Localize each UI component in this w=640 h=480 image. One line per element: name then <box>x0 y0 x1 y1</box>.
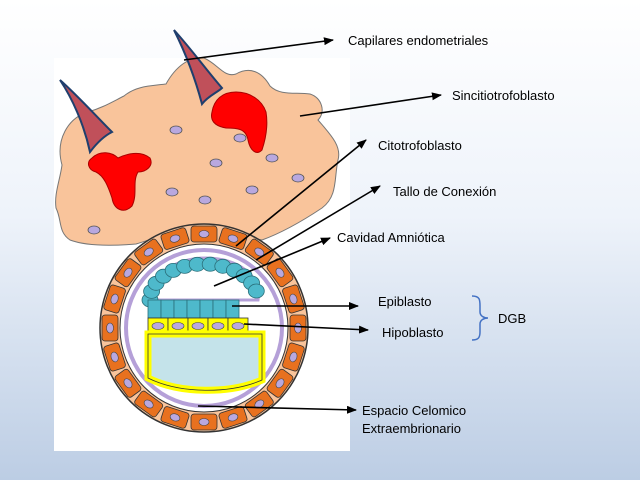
nucleo-celula <box>106 322 114 334</box>
citotrofoblasto-celula <box>101 314 119 342</box>
celula-epiblasto <box>225 299 240 319</box>
amnios-celulas <box>141 256 265 308</box>
nucleo-celula <box>143 247 154 257</box>
label-dgb: DGB <box>498 311 527 326</box>
nucleo-celula <box>294 322 302 334</box>
citotrofoblasto-celula <box>190 413 218 431</box>
nucleo-celula <box>289 351 298 363</box>
flecha-citotrofo <box>235 139 367 247</box>
nucleo-celula <box>275 267 285 278</box>
flecha-capilares <box>183 37 334 61</box>
flechas <box>183 37 442 414</box>
celula-epiblasto <box>160 299 175 319</box>
saco-vitelino-contorno <box>147 333 263 391</box>
label-hipoblasto: Hipoblasto <box>382 325 444 340</box>
nucleo-celula <box>227 234 239 243</box>
celula-amnios <box>247 283 265 299</box>
nucleo-celula <box>169 413 181 422</box>
citotrofoblasto-celulas <box>101 225 307 431</box>
celula-epiblasto <box>173 299 188 319</box>
llave-dgb <box>471 295 489 341</box>
citotrofoblasto-celula <box>289 314 307 342</box>
celula-epiblasto <box>199 299 214 319</box>
saco-vitelino <box>144 330 266 394</box>
label-citotrofoblasto: Citotrofoblasto <box>378 138 462 153</box>
label-cavidad-amniotica: Cavidad Amniótica <box>337 230 445 245</box>
nucleo-celula <box>123 378 133 389</box>
nucleo-celula <box>191 322 205 330</box>
celula-hipoblasto <box>187 317 209 335</box>
label-espacio-celomico: Espacio Celomico <box>362 403 467 418</box>
nucleo-celula <box>275 378 285 389</box>
flecha-sincitio <box>299 92 442 117</box>
citotrofoblasto-celula <box>134 238 164 266</box>
flecha-cavidad <box>213 237 331 287</box>
flecha-espacio <box>197 405 357 414</box>
nucleo-celula <box>198 230 210 238</box>
nucleo-celula <box>169 234 181 243</box>
label-sincitiotrofoblasto: Sincitiotrofoblasto <box>452 88 555 103</box>
nucleos-sincitio <box>87 125 305 235</box>
celula-hipoblasto <box>147 317 169 335</box>
nucleo-celula <box>198 418 210 426</box>
flecha-hipoblasto <box>243 323 369 334</box>
celula-epiblasto <box>147 299 162 319</box>
label-tallo-conexion: Tallo de Conexión <box>393 184 497 199</box>
nucleo-celula <box>289 293 298 305</box>
citotrofoblasto-celula <box>103 342 126 372</box>
citotrofoblasto-celula <box>134 390 164 418</box>
nucleo-celula <box>151 322 165 330</box>
citotrofoblasto-celula <box>160 406 190 429</box>
label-capilares: Capilares endometriales <box>348 33 489 48</box>
citotrofoblasto-celula <box>266 368 294 398</box>
citotrofoblasto-celula <box>282 342 305 372</box>
citotrofoblasto-celula <box>114 368 142 398</box>
citotrofoblasto-celula <box>114 258 142 288</box>
citotrofoblasto-celula <box>218 227 248 250</box>
nucleo-celula <box>211 322 225 330</box>
citotrofoblasto-celula <box>218 406 248 429</box>
nucleo-celula <box>171 322 185 330</box>
nucleo-celula <box>231 322 245 330</box>
lacuna-sangre <box>211 91 268 153</box>
citotrofoblasto-celula <box>190 225 218 243</box>
celula-epiblasto <box>212 299 227 319</box>
label-extraembrionario: Extraembrionario <box>362 421 461 436</box>
citotrofoblasto-celula <box>244 238 274 266</box>
label-epiblasto: Epiblasto <box>378 294 432 309</box>
nucleo-celula <box>227 413 239 422</box>
citotrofoblasto-celula <box>160 227 190 250</box>
citotrofoblasto-celula <box>103 284 126 314</box>
celula-hipoblasto <box>227 317 249 335</box>
nucleo-celula <box>110 351 119 363</box>
capilar-endometrial <box>173 29 224 107</box>
nucleo-celula <box>110 293 119 305</box>
nucleo-celula <box>143 399 154 409</box>
celula-hipoblasto <box>207 317 229 335</box>
celula-epiblasto <box>186 299 201 319</box>
flecha-tallo <box>255 185 381 261</box>
nucleo-celula <box>123 267 133 278</box>
lacuna-sangre <box>88 152 152 211</box>
epiblasto-celulas <box>147 299 240 319</box>
capilar-endometrial <box>59 79 114 155</box>
